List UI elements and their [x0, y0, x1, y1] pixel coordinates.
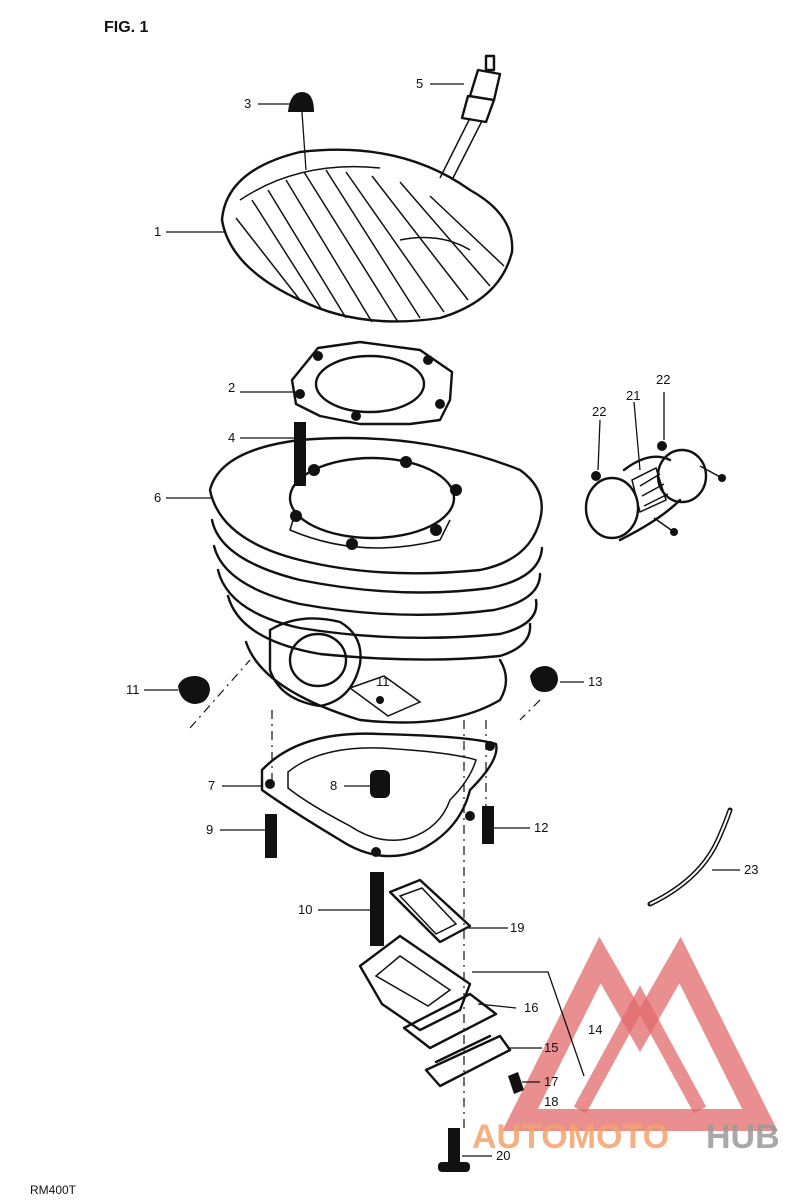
bolt-bottom [438, 1128, 470, 1172]
breather-hose [647, 807, 733, 907]
cylinder-head [220, 148, 514, 323]
callout-21: 21 [626, 388, 640, 403]
spark-plug [439, 54, 502, 181]
callout-11-center: 11 [376, 674, 390, 689]
figure-title: FIG. 1 [104, 19, 149, 36]
reed-petal [402, 992, 498, 1050]
callout-2: 2 [228, 380, 235, 395]
assembly-center-lines [189, 659, 541, 1130]
reed-valve-block [358, 934, 472, 1032]
callout-12: 12 [534, 820, 548, 835]
callout-10: 10 [298, 902, 312, 917]
callout-6: 6 [154, 490, 161, 505]
stud-left [265, 814, 277, 858]
reed-stopper [424, 1034, 512, 1088]
base-gasket [260, 732, 498, 858]
intake-gasket [388, 878, 472, 944]
callout-numbers: 1 2 3 4 5 6 7 8 9 10 11 11 12 13 14 15 1… [126, 76, 758, 1163]
callout-16: 16 [524, 1000, 538, 1015]
cap-nut [288, 92, 314, 112]
screw-small [508, 1072, 524, 1094]
callout-13: 13 [588, 674, 602, 689]
callout-20: 20 [496, 1148, 510, 1163]
leader-lines [144, 83, 740, 1157]
stud-long [370, 872, 384, 946]
callout-17: 17 [544, 1074, 558, 1089]
head-gasket [290, 340, 454, 426]
callout-14: 14 [588, 1022, 602, 1037]
callout-8: 8 [330, 778, 337, 793]
watermark-text-automoto: AUTOMOTO [472, 1118, 669, 1156]
nut-right [530, 666, 558, 692]
callout-5: 5 [416, 76, 423, 91]
callout-19: 19 [510, 920, 524, 935]
callout-23: 23 [744, 862, 758, 877]
cylinder-block [208, 436, 544, 724]
stud-bolt [294, 422, 306, 486]
callout-22-right: 22 [656, 372, 670, 387]
watermark-logo [502, 936, 778, 1131]
callout-3: 3 [244, 96, 251, 111]
callout-7: 7 [208, 778, 215, 793]
intake-joint-clamps [584, 441, 726, 542]
callout-18: 18 [544, 1094, 558, 1109]
stud-right [482, 806, 494, 844]
callout-11-left: 11 [126, 682, 140, 697]
callout-1: 1 [154, 224, 161, 239]
nut-left [178, 676, 210, 704]
dowel-pin [370, 770, 390, 798]
model-code: RM400T [30, 1183, 77, 1197]
callout-9: 9 [206, 822, 213, 837]
watermark-text-hub: HUB [706, 1118, 780, 1156]
callout-22-left: 22 [592, 404, 606, 419]
callout-15: 15 [544, 1040, 558, 1055]
callout-4: 4 [228, 430, 235, 445]
